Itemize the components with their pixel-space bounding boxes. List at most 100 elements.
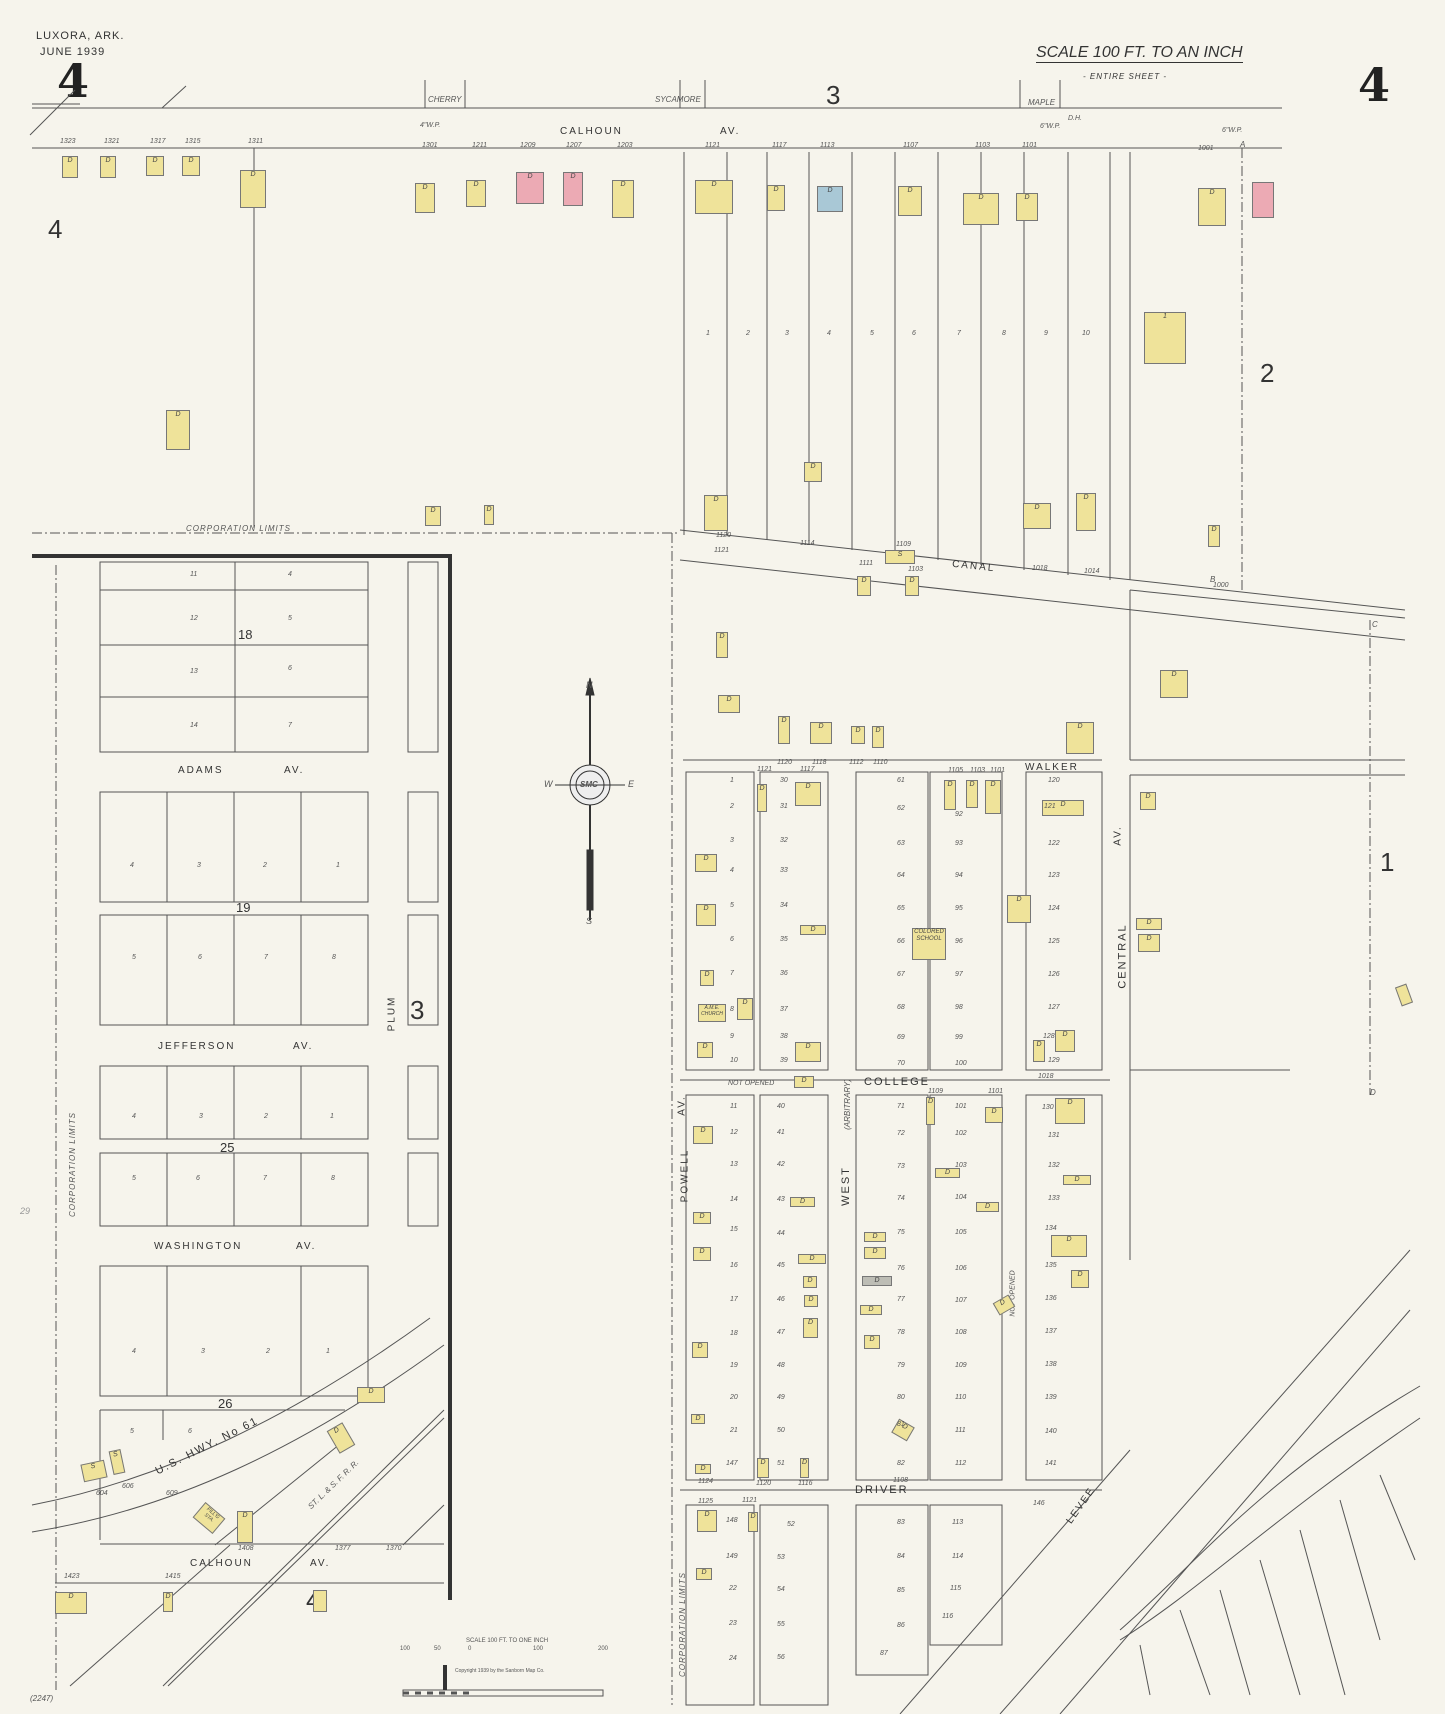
dwelling-building[interactable]: D (794, 1076, 814, 1088)
dwelling-building[interactable]: D (696, 1568, 712, 1580)
dwelling-building[interactable]: D (693, 1212, 711, 1224)
dwelling-building[interactable]: D (693, 1247, 711, 1261)
dwelling-building[interactable]: D (182, 156, 200, 176)
dwelling-building[interactable]: D (804, 462, 822, 482)
dwelling-building[interactable]: D (237, 1511, 253, 1543)
brick-building[interactable] (1252, 182, 1274, 218)
dwelling-building[interactable]: D (985, 780, 1001, 814)
dwelling-building[interactable]: D (857, 576, 871, 596)
dwelling-building[interactable]: D (905, 576, 919, 596)
dwelling-building[interactable]: D (1033, 1040, 1045, 1062)
dwelling-building[interactable]: D (803, 1318, 818, 1338)
dwelling-building[interactable]: D (935, 1168, 960, 1178)
dwelling-building[interactable]: D (697, 1042, 713, 1058)
store-building[interactable]: S (885, 550, 915, 564)
dwelling-building[interactable]: D (700, 970, 714, 986)
dwelling-building[interactable]: D (862, 1276, 892, 1286)
dwelling-building[interactable] (313, 1590, 327, 1612)
dwelling-building[interactable]: D (795, 1042, 821, 1062)
dwelling-building[interactable]: D (748, 1512, 758, 1532)
dwelling-building[interactable]: D (1051, 1235, 1087, 1257)
brick-dwelling-building[interactable]: D (563, 172, 583, 206)
dwelling-building[interactable]: D (864, 1247, 886, 1259)
dwelling-building[interactable]: D (1076, 493, 1096, 531)
dwelling-building[interactable]: D (695, 1464, 711, 1474)
dwelling-building[interactable]: D (804, 1295, 818, 1307)
dwelling-building[interactable]: D (612, 180, 634, 218)
dwelling-building[interactable]: D (810, 722, 832, 744)
dwelling-building[interactable]: D (864, 1232, 886, 1242)
dwelling-building[interactable]: D (1063, 1175, 1091, 1185)
dwelling-building[interactable]: D (240, 170, 266, 208)
brick-dwelling-building[interactable]: D (516, 172, 544, 204)
dwelling-building[interactable]: D (696, 904, 716, 926)
dwelling-building[interactable]: D (718, 695, 740, 713)
dwelling-building[interactable]: D (872, 726, 884, 748)
dwelling-building[interactable]: D (898, 186, 922, 216)
dwelling-building[interactable]: D (425, 506, 441, 526)
dwelling-building[interactable]: D (1160, 670, 1188, 698)
dwelling-building[interactable]: D (100, 156, 116, 178)
dwelling-building[interactable]: D (795, 782, 821, 806)
dwelling-building[interactable]: D (800, 925, 826, 935)
auto-shed-building[interactable]: 1 (1144, 312, 1186, 364)
dwelling-building[interactable]: D (1140, 792, 1156, 810)
dwelling-building[interactable]: D (767, 185, 785, 211)
dwelling-building[interactable]: D (864, 1335, 880, 1349)
dwelling-building[interactable]: D (985, 1107, 1003, 1123)
dwelling-building[interactable]: D (1055, 1030, 1075, 1052)
dwelling-building[interactable]: D (704, 495, 728, 531)
dwelling-building[interactable]: D (798, 1254, 826, 1264)
dwelling-building[interactable]: D (484, 505, 494, 525)
dwelling-building[interactable]: D (697, 1510, 717, 1532)
dwelling-building[interactable]: D (1138, 934, 1160, 952)
dwelling-building[interactable]: D (737, 998, 753, 1020)
dwelling-building[interactable]: D (926, 1097, 935, 1125)
adjacent-sheet-right-upper: 2 (1260, 358, 1275, 388)
dwelling-building[interactable]: D (976, 1202, 999, 1212)
dwelling-building[interactable]: D (695, 180, 733, 214)
dwelling-building[interactable]: D (1055, 1098, 1085, 1124)
dwelling-building[interactable]: D (166, 410, 190, 450)
lot-number: 115 (950, 1585, 962, 1592)
dwelling-building[interactable]: D (966, 780, 978, 808)
dwelling-building[interactable]: D (1136, 918, 1162, 930)
dwelling-building[interactable]: D (1016, 193, 1038, 221)
dwelling-building[interactable]: D (803, 1276, 817, 1288)
dwelling-building[interactable]: D (757, 1458, 769, 1478)
dwelling-building[interactable]: D (415, 183, 435, 213)
dwelling-building[interactable]: D (1023, 503, 1051, 529)
stone-dwelling-building[interactable]: D (817, 186, 843, 212)
dwelling-building[interactable]: D (163, 1592, 173, 1612)
dwelling-building[interactable]: D (1071, 1270, 1089, 1288)
dwelling-building[interactable]: D (963, 193, 999, 225)
dwelling-building[interactable]: D (851, 726, 865, 744)
dwelling-building[interactable]: D (692, 1342, 708, 1358)
dwelling-building[interactable]: D (1042, 800, 1084, 816)
dwelling-building[interactable]: D (860, 1305, 882, 1315)
colored-school-building[interactable]: COLORED SCHOOL (912, 928, 946, 960)
dwelling-building[interactable]: D (1198, 188, 1226, 226)
ame-church-building[interactable]: A.M.E. CHURCH (698, 1004, 726, 1022)
dwelling-building[interactable]: D (716, 632, 728, 658)
dwelling-building[interactable]: D (55, 1592, 87, 1614)
lot-number: 47 (777, 1329, 785, 1336)
sheet-number-right: 4 (1358, 58, 1391, 112)
dwelling-building[interactable]: D (778, 716, 790, 744)
dwelling-building[interactable]: D (695, 854, 717, 872)
dwelling-building[interactable]: D (790, 1197, 815, 1207)
dwelling-building[interactable]: D (357, 1387, 385, 1403)
dwelling-building[interactable]: D (757, 784, 767, 812)
dwelling-building[interactable]: D (62, 156, 78, 178)
dwelling-building[interactable]: D (691, 1414, 705, 1424)
dwelling-building[interactable]: D (466, 180, 486, 207)
lot-number: 146 (1033, 1500, 1045, 1507)
dwelling-building[interactable]: D (146, 156, 164, 176)
dwelling-building[interactable]: D (800, 1458, 809, 1478)
dwelling-building[interactable]: D (1208, 525, 1220, 547)
dwelling-building[interactable]: D (1007, 895, 1031, 923)
dwelling-building[interactable]: D (1066, 722, 1094, 754)
dwelling-building[interactable]: D (944, 780, 956, 810)
dwelling-building[interactable]: D (693, 1126, 713, 1144)
lot-number: 133 (1048, 1195, 1060, 1202)
